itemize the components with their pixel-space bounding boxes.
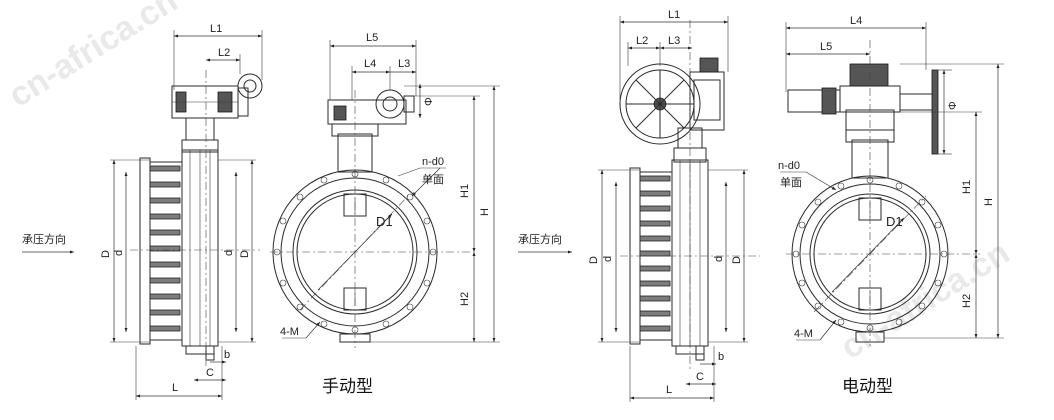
dim-label-h1: H1 xyxy=(459,184,471,198)
dim-label-l4: L4 xyxy=(364,58,376,70)
electric-side-view xyxy=(518,16,760,402)
manual-type-caption: 手动型 xyxy=(322,377,373,396)
dim-label-c: C xyxy=(696,371,704,383)
label-n-d0: n-d0 xyxy=(422,156,444,168)
electric-side-labels: L1 L2 L3 D d d D C b L 承压方向 xyxy=(518,9,743,396)
dim-label-d-outer: D xyxy=(588,256,600,264)
dim-label-l: L xyxy=(666,384,672,396)
label-n-d0: n-d0 xyxy=(778,160,800,172)
dim-label-d1: D1 xyxy=(886,214,903,229)
label-4-m: 4-M xyxy=(794,328,813,340)
dim-label-d1: D1 xyxy=(376,214,393,229)
dim-label-l4: L4 xyxy=(850,15,862,27)
watermark: cn-africa.cn xyxy=(834,233,1016,366)
dim-label-h: H xyxy=(983,198,995,206)
dim-label-h2: H2 xyxy=(961,294,973,308)
dim-label-d-inner: d xyxy=(223,250,235,256)
dim-label-l5: L5 xyxy=(366,32,378,44)
dim-label-d-inner: d xyxy=(602,256,614,262)
dim-label-l1: L1 xyxy=(668,9,680,21)
electric-front-view xyxy=(780,22,1004,346)
dim-label-l: L xyxy=(172,382,178,394)
pressure-direction-label: 承压方向 xyxy=(22,232,66,246)
label-4-m: 4-M xyxy=(280,326,299,338)
electric-front-labels: L4 L5 Φ H1 H H2 D1 n-d0 单面 4-M xyxy=(778,15,995,340)
dim-label-h1: H1 xyxy=(961,180,973,194)
manual-side-view xyxy=(22,30,263,400)
dim-label-l5: L5 xyxy=(820,41,832,53)
dim-label-d-outer: D xyxy=(731,256,743,264)
electric-type-caption: 电动型 xyxy=(842,377,893,396)
dim-label-d-inner: d xyxy=(113,250,125,256)
manual-side-labels: L1 L2 D d d D C b L 承压方向 xyxy=(22,23,251,394)
label-single-side: 单面 xyxy=(422,173,444,186)
dim-label-l3: L3 xyxy=(668,35,680,47)
manual-front-labels: L5 L4 L3 Φ H1 H H2 D1 n-d0 单面 4-M xyxy=(280,32,491,338)
dim-label-b: b xyxy=(224,349,230,361)
dim-label-phi: Φ xyxy=(947,101,959,110)
dim-label-l2: L2 xyxy=(636,35,648,47)
dim-label-l1: L1 xyxy=(210,23,222,35)
dim-label-c: C xyxy=(206,367,214,379)
dim-label-h2: H2 xyxy=(459,292,471,306)
dim-label-h: H xyxy=(479,208,491,216)
dim-label-b: b xyxy=(718,351,724,363)
dim-label-d-outer: D xyxy=(100,250,112,258)
label-single-side: 单面 xyxy=(780,176,802,189)
manual-front-view xyxy=(270,40,500,348)
dim-label-l2: L2 xyxy=(218,47,230,59)
dim-label-phi: Φ xyxy=(423,97,435,106)
dim-label-l3: L3 xyxy=(398,58,410,70)
pressure-direction-label: 承压方向 xyxy=(518,232,562,246)
dim-label-d-outer: D xyxy=(239,250,251,258)
watermark: cn-africa.cn xyxy=(2,0,184,115)
dim-label-d-inner: d xyxy=(713,256,725,262)
